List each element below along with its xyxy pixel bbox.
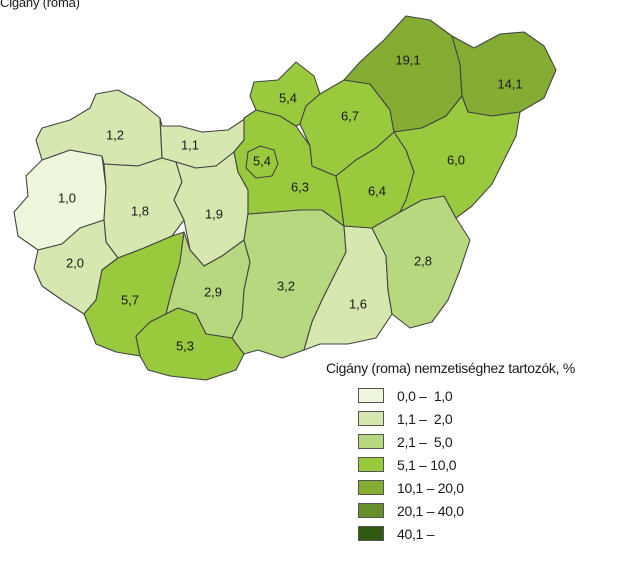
legend-title: Cigány (roma) nemzetiséghez tartozók, % [326,360,575,376]
county-label-jasz-nagykun-szolnok: 6,4 [368,183,386,198]
county-gyor-moson-sopron [35,89,163,167]
county-label-nograd: 5,4 [279,90,297,105]
legend-swatch [358,434,384,449]
legend-label: 5,1 – 10,0 [397,456,457,473]
legend-item: 2,1 – 5,0 [358,430,621,453]
county-label-szabolcs-szatmar-bereg: 14,1 [497,76,522,91]
county-budapest [245,145,279,179]
legend-item: 0,0 – 1,0 [358,384,621,407]
legend-item: 5,1 – 10,0 [358,453,621,476]
legend-label: 10,1 – 20,0 [397,479,464,496]
county-label-bekes: 2,8 [414,253,432,268]
legend-label: 0,0 – 1,0 [397,387,453,404]
county-label-vas: 1,0 [58,190,76,205]
legend-swatch [358,480,384,495]
county-label-somogy: 5,7 [121,292,139,307]
legend-item: 1,1 – 2,0 [358,407,621,430]
county-label-komarom-esztergom: 1,1 [181,137,199,152]
legend-label: 20,1 – 40,0 [397,502,464,519]
legend: Cigány (roma) nemzetiséghez tartozók, % … [326,360,621,545]
county-label-borsod-abauj-zemplen: 19,1 [395,52,420,67]
map-title: Cigány (roma) [0,0,80,10]
county-label-fejer: 1,9 [205,206,223,221]
county-label-gyor-moson-sopron: 1,2 [106,127,124,142]
county-baranya [135,307,245,381]
county-label-bacs-kiskun: 3,2 [277,278,295,293]
legend-item: 20,1 – 40,0 [358,499,621,522]
county-label-pest: 6,3 [291,179,309,194]
county-label-tolna: 2,9 [204,284,222,299]
county-label-hajdu-bihar: 6,0 [447,152,465,167]
county-szabolcs-szatmar-bereg [451,31,557,117]
legend-label: 40,1 – [397,525,435,542]
legend-label: 1,1 – 2,0 [397,410,453,427]
county-hajdu-bihar [393,95,521,219]
county-label-budapest: 5,4 [253,153,271,168]
legend-label: 2,1 – 5,0 [397,433,453,450]
legend-item: 40,1 – [358,522,621,545]
legend-swatch [358,388,384,403]
legend-rows: 0,0 – 1,0 1,1 – 2,0 2,1 – 5,0 5,1 – 10,0 10,… [326,384,621,545]
county-label-heves: 6,7 [341,108,359,123]
legend-item: 10,1 – 20,0 [358,476,621,499]
county-label-veszprem: 1,8 [131,203,149,218]
county-label-zala: 2,0 [66,255,84,270]
county-label-baranya: 5,3 [176,338,194,353]
legend-swatch [358,503,384,518]
county-label-csongrad: 1,6 [349,296,367,311]
legend-swatch [358,526,384,541]
legend-swatch [358,457,384,472]
legend-swatch [358,411,384,426]
